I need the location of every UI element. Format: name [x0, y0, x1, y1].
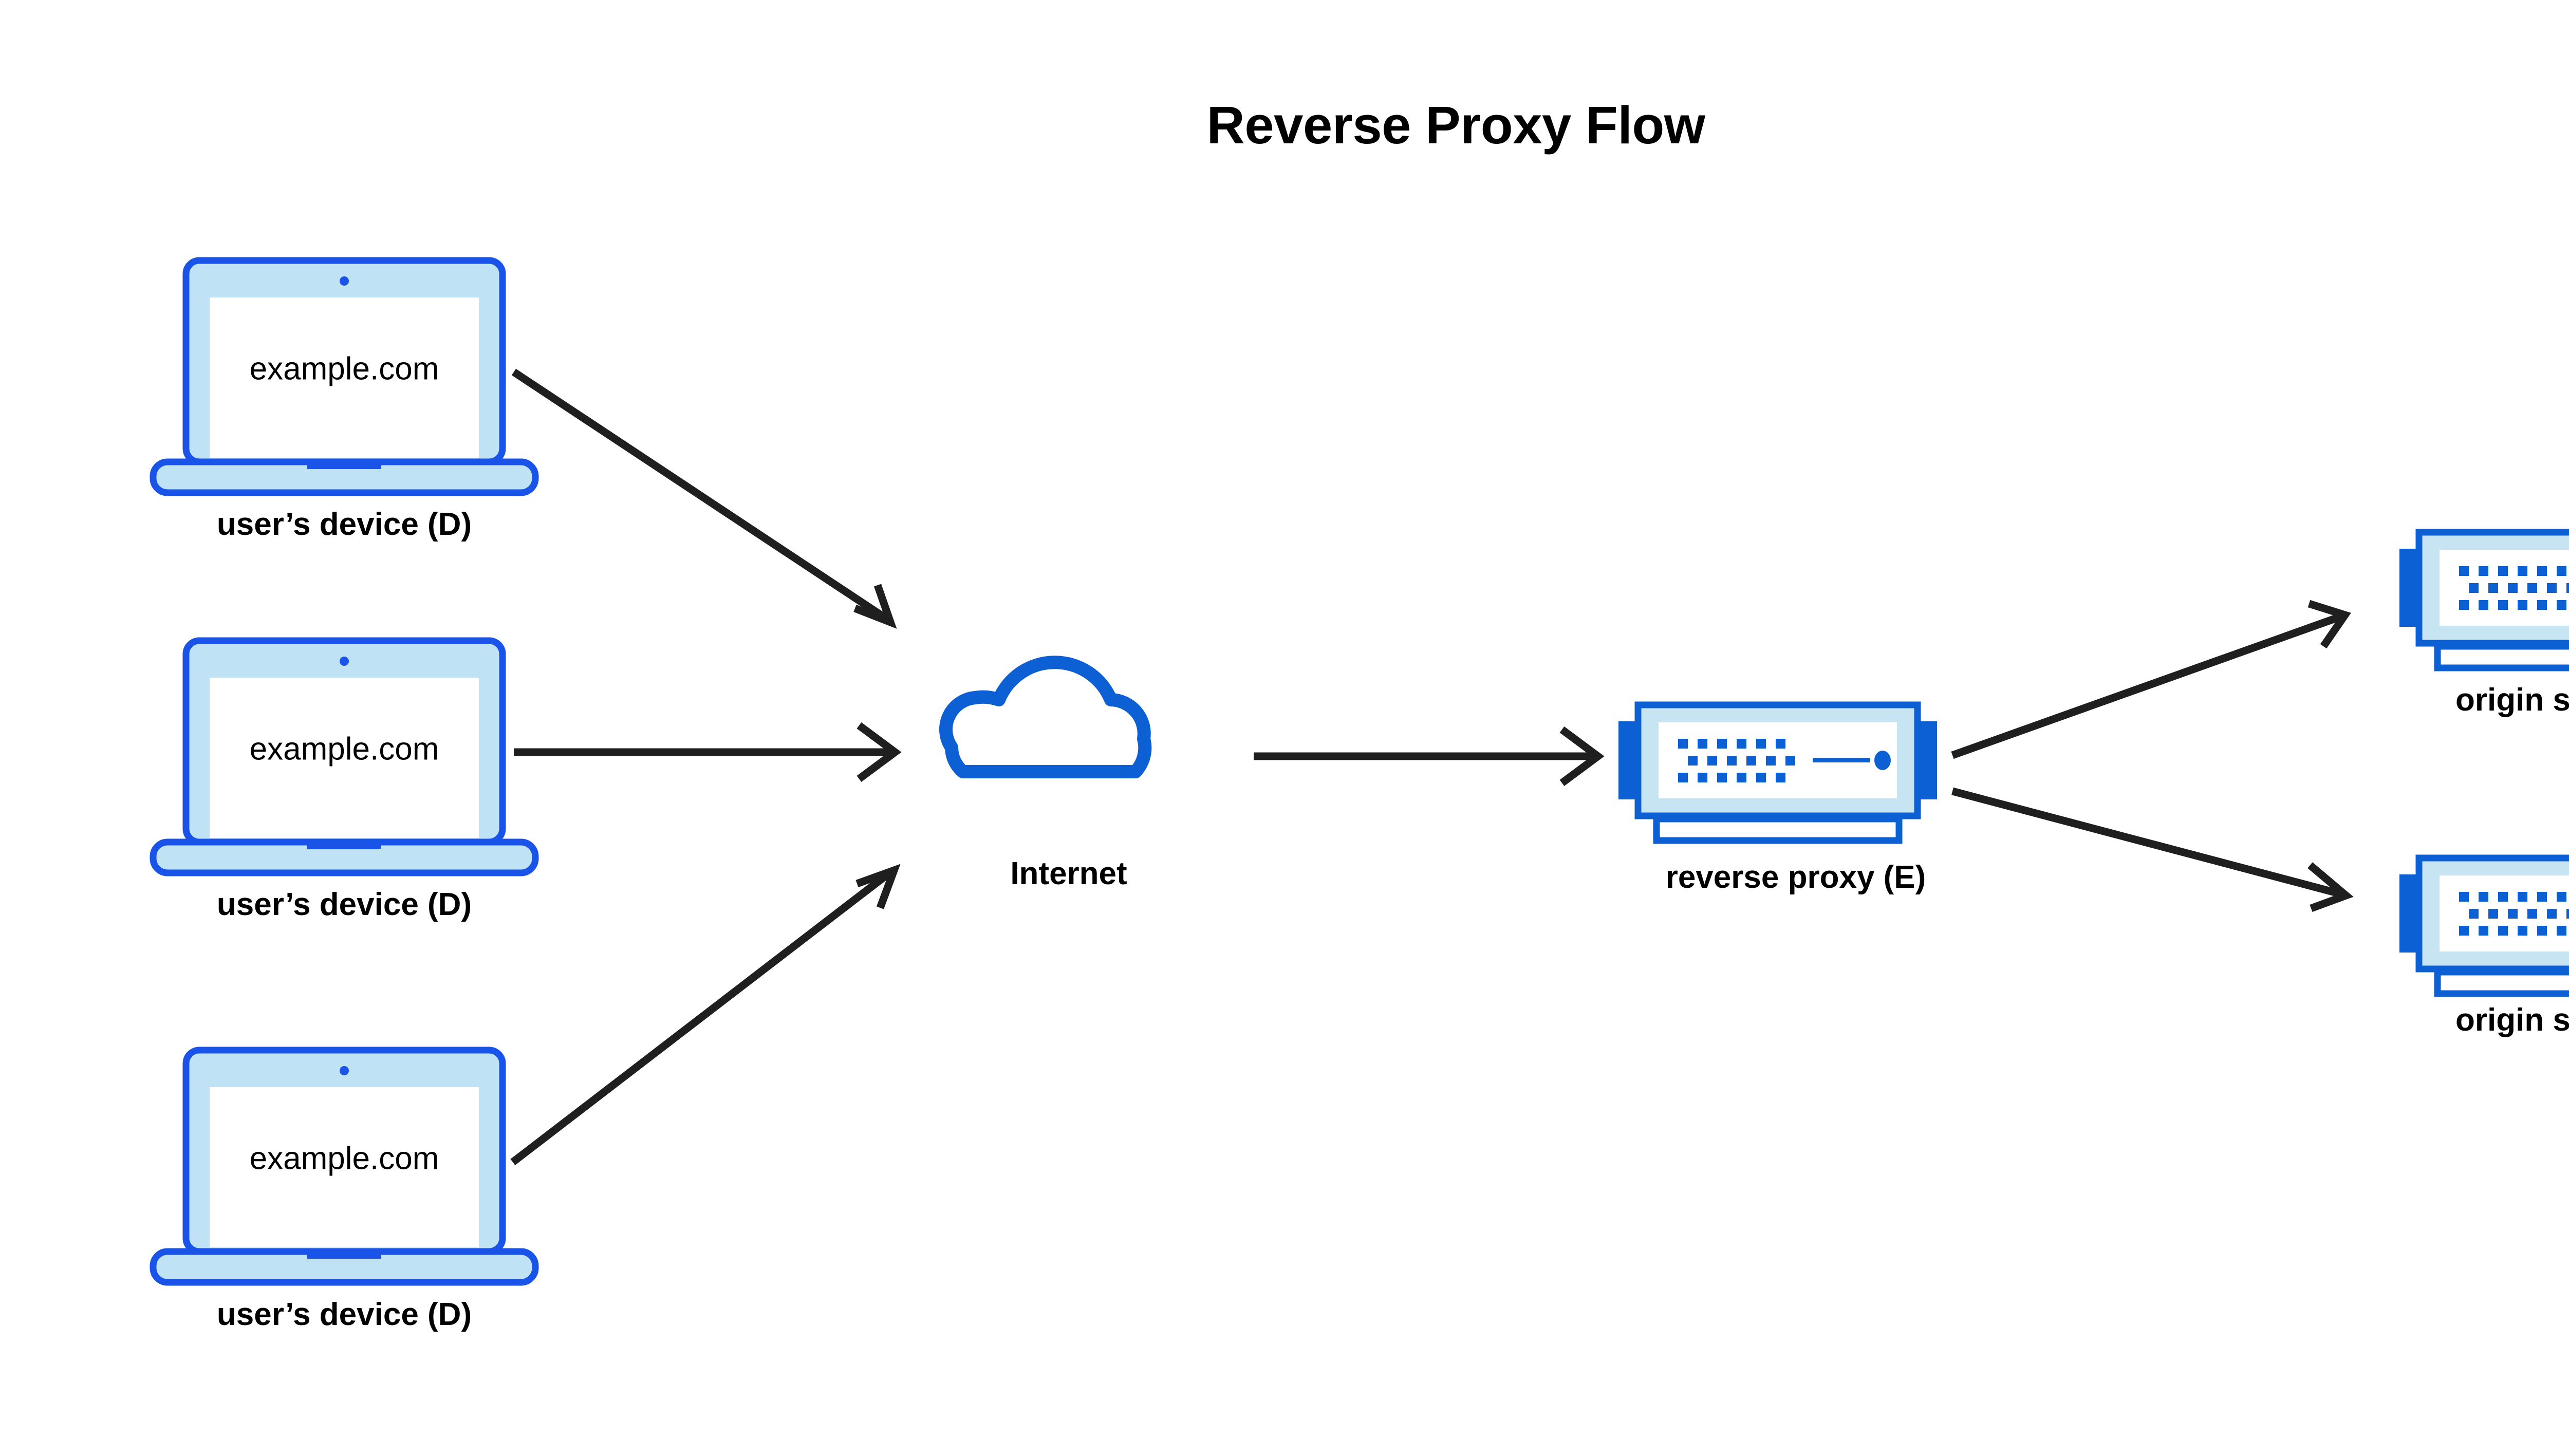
arrow-internet-to-proxy [1254, 726, 1605, 787]
arrow-proxy-to-origin-bottom [1951, 787, 2354, 912]
origin-server-top-icon[interactable] [2399, 532, 2569, 668]
reverse-proxy-label: reverse proxy (E) [1665, 860, 1926, 895]
device-middle-screen-text: example.com [249, 731, 439, 767]
origin-server-bottom-label: origin server (F) [2455, 1002, 2569, 1038]
internet-label: Internet [1010, 856, 1127, 891]
device-top-screen-text: example.com [249, 351, 439, 387]
cloud-icon[interactable] [946, 662, 1145, 772]
origin-server-top-label: origin server (F) [2455, 682, 2569, 718]
device-bottom-screen-text: example.com [249, 1141, 439, 1177]
device-middle-label: user’s device (D) [216, 887, 472, 922]
arrow-proxy-to-origin-top [1951, 600, 2351, 759]
device-top-label: user’s device (D) [216, 507, 472, 542]
arrow-device-bottom-to-internet [510, 864, 901, 1165]
device-bottom-label: user’s device (D) [216, 1297, 472, 1332]
arrow-device-middle-to-internet [514, 722, 902, 782]
origin-server-bottom-icon[interactable] [2399, 858, 2569, 994]
arrow-device-top-to-internet [511, 368, 897, 629]
reverse-proxy-server-icon[interactable] [1618, 705, 1937, 841]
page-title: Reverse Proxy Flow [1206, 96, 1705, 155]
